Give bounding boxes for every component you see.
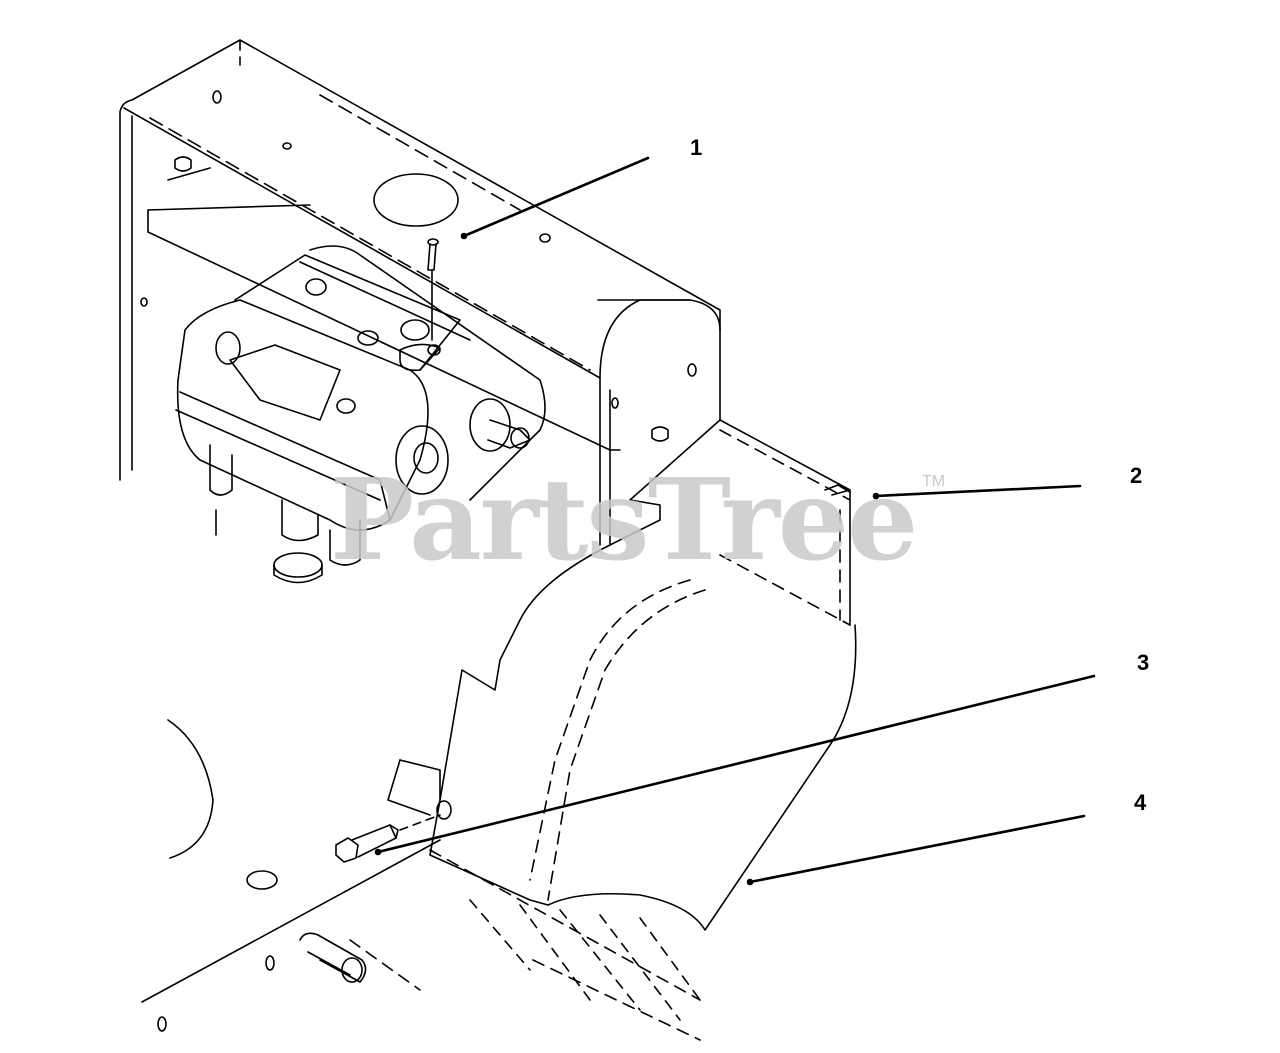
mount-bracket: [119, 39, 721, 546]
leader-lines: [374, 156, 1096, 886]
leader-line-1: [462, 156, 650, 238]
leader-line-3: [376, 674, 1096, 854]
support-plate: [147, 167, 621, 451]
callout-number-1: 1: [690, 135, 703, 160]
callout-number-3: 3: [1137, 650, 1150, 675]
leader-line-4: [748, 814, 1086, 884]
bolt-item-3: [335, 800, 452, 863]
leader-line-2: [874, 484, 1082, 498]
callout-number-2: 2: [1130, 463, 1143, 488]
gearbox: [175, 245, 546, 584]
lower-housing: [141, 719, 701, 1041]
chute-cover: [387, 419, 857, 931]
callout-number-4: 4: [1134, 790, 1147, 815]
bolt-item-1: [427, 238, 441, 356]
partstree-watermark: PartsTree: [330, 455, 918, 586]
trademark-symbol: TM: [922, 473, 946, 490]
